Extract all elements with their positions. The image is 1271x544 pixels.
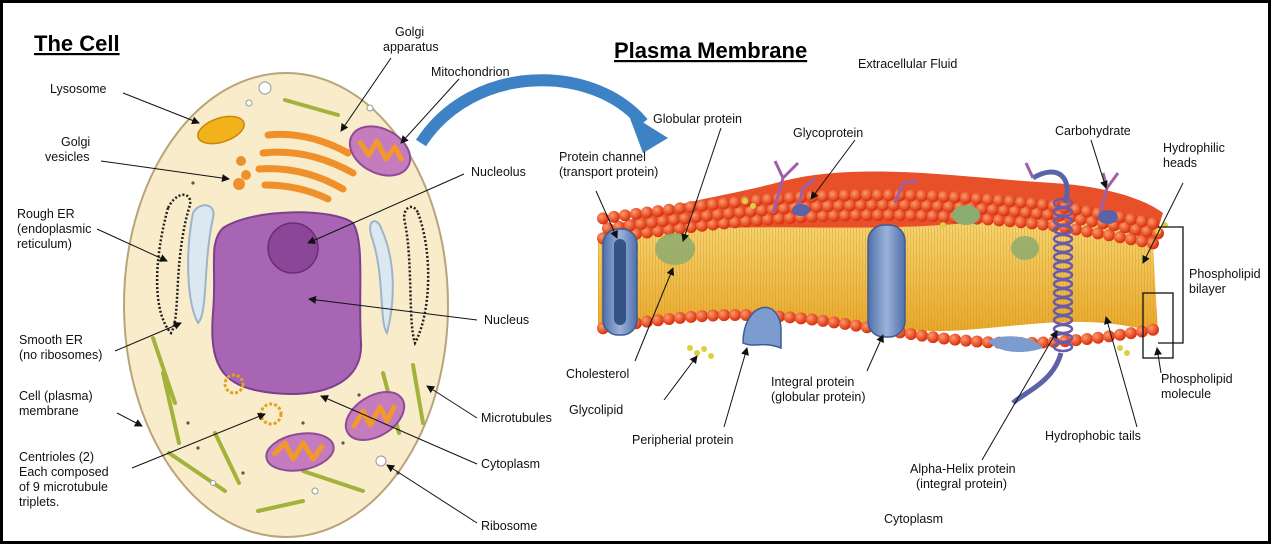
label-glycoprotein: Glycoprotein [793,126,863,140]
label-integral-protein: Integral protein (globular protein) [771,375,866,404]
animal-cell [124,73,448,537]
nucleolus-shape [268,223,318,273]
label-ribosome: Ribosome [481,519,537,533]
globular-protein-3 [1011,236,1039,260]
label-mitochondrion: Mitochondrion [431,65,510,79]
globular-protein-2 [952,205,980,225]
channel-pore [614,239,626,325]
cell-title: The Cell [34,31,120,56]
label-hydrophilic-heads: Hydrophilic heads [1163,141,1228,170]
label-nucleus: Nucleus [484,313,529,327]
label-lysosome: Lysosome [50,82,107,96]
plasma-membrane [597,161,1168,403]
label-smooth-er: Smooth ER (no ribosomes) [19,333,102,362]
label-protein-channel: Protein channel (transport protein) [559,150,658,179]
label-carbohydrate: Carbohydrate [1055,124,1131,138]
label-cholesterol: Cholesterol [566,367,629,381]
label-centrioles: Centrioles (2) Each composed of 9 microt… [19,450,112,509]
label-cytoplasm-left: Cytoplasm [481,457,540,471]
globular-protein-shape [655,233,695,265]
membrane-title: Plasma Membrane [614,38,807,63]
label-golgi-vesicles: Golgi vesicles [45,135,94,164]
label-phospholipid-molecule: Phospholipid molecule [1161,372,1236,401]
label-golgi-apparatus: Golgi apparatus [383,25,439,54]
label-hydrophobic-tails: Hydrophobic tails [1045,429,1141,443]
zoom-arrow [421,80,643,143]
label-extracellular-fluid: Extracellular Fluid [858,57,957,71]
label-rough-er: Rough ER (endoplasmic reticulum) [17,207,95,251]
label-glycolipid: Glycolipid [569,403,623,417]
label-cytoplasm-right: Cytoplasm [884,512,943,526]
diagram-canvas: The Cell [3,3,1268,541]
label-peripherial-protein: Peripherial protein [632,433,733,447]
label-alpha-helix: Alpha-Helix protein (integral protein) [910,462,1019,491]
label-cell-membrane: Cell (plasma) membrane [19,389,96,418]
glycoprotein-head [792,204,810,216]
label-globular-protein: Globular protein [653,112,742,126]
carbohydrate-head [1098,210,1118,224]
integral-protein-shape [868,225,905,337]
label-phospholipid-bilayer: Phospholipid bilayer [1189,267,1264,296]
helix-bottom [1013,353,1061,403]
bilayer-bracket [1158,227,1183,343]
label-microtubules: Microtubules [481,411,552,425]
label-nucleolus: Nucleolus [471,165,526,179]
